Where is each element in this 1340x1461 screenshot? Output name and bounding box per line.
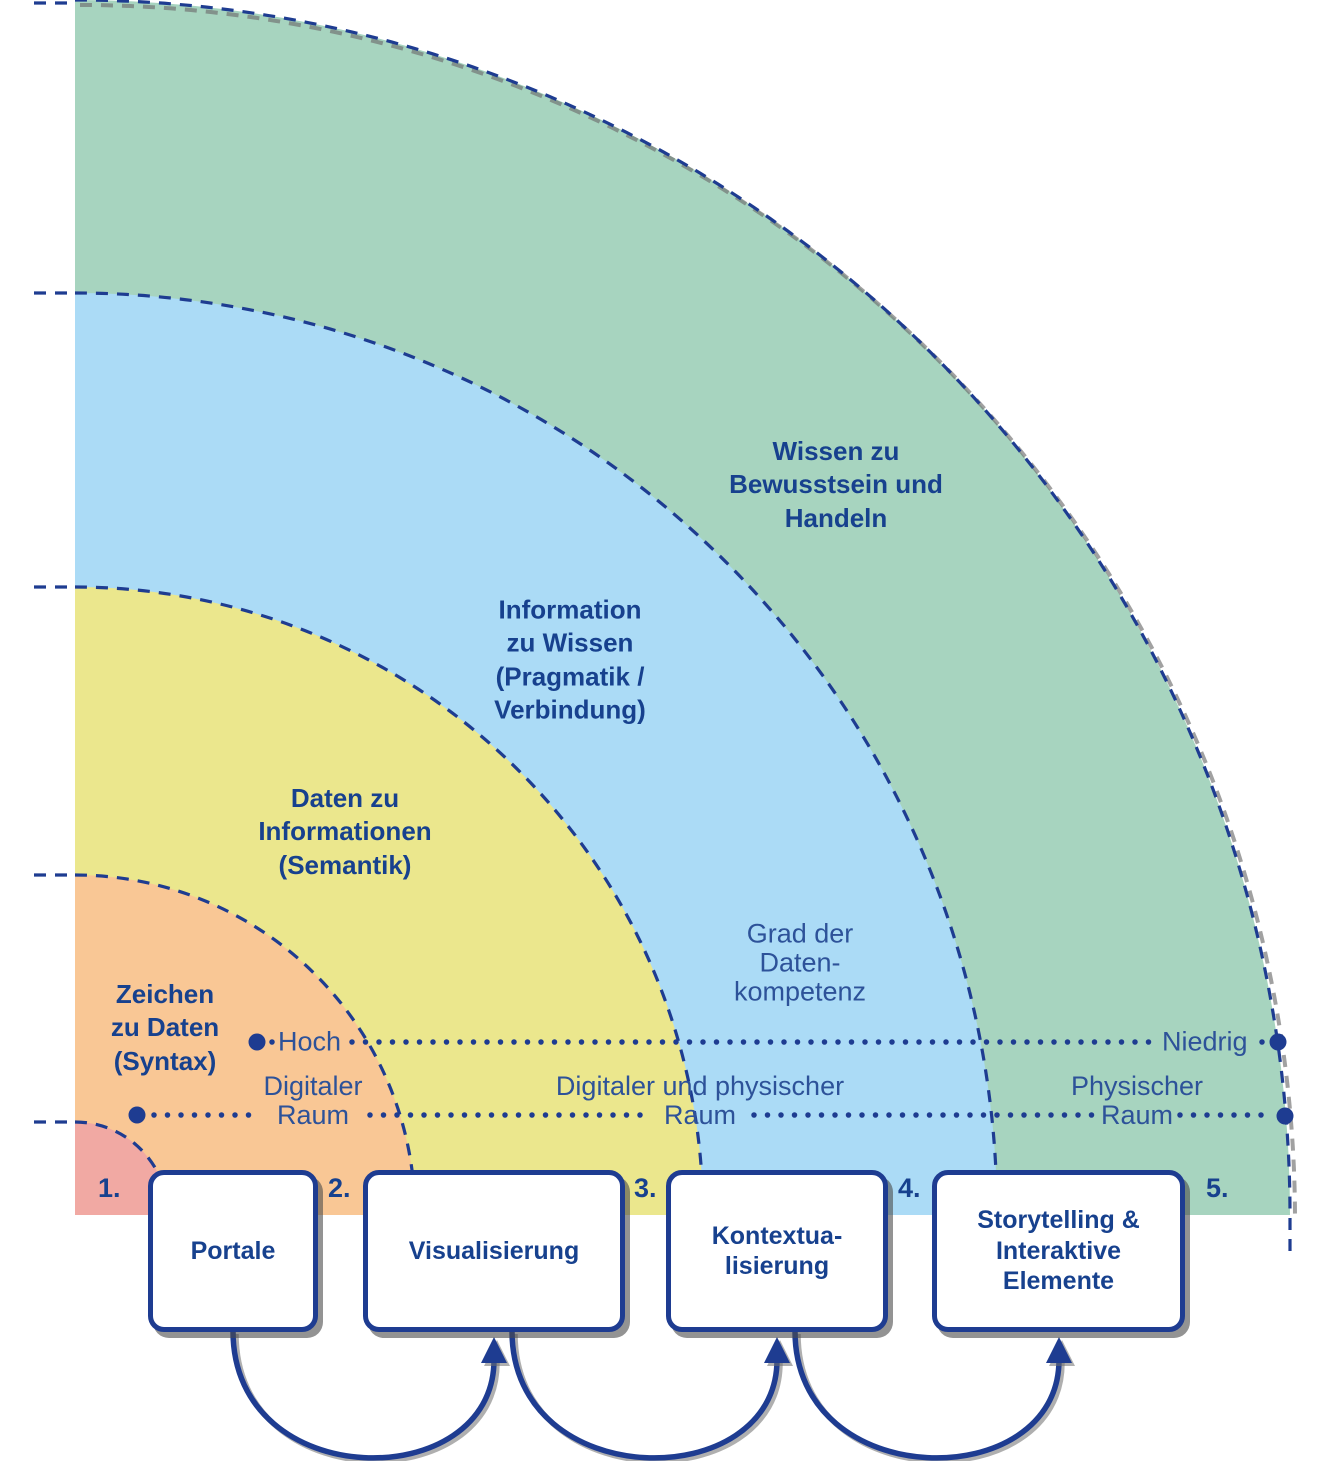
competence-line-start-dot <box>248 1033 266 1051</box>
ring-label-information: Information zu Wissen (Pragmatik / Verbi… <box>494 594 646 725</box>
stage-box-portale: Portale <box>148 1170 318 1332</box>
stage-box-storytelling-label: Storytelling & Interaktive Elemente <box>977 1206 1140 1296</box>
gradient-title-label: Grad der Daten- kompetenz <box>733 918 867 1007</box>
space-line-start-dot <box>128 1106 146 1124</box>
gradient-low-label: Niedrig <box>1162 1026 1248 1057</box>
ring-label-daten: Daten zu Informationen (Semantik) <box>258 783 432 880</box>
connector-shadow-2 <box>512 1333 783 1461</box>
stage-number-1: 1. <box>98 1173 121 1203</box>
connector-shadow-3 <box>795 1333 1065 1461</box>
stage-box-visualisierung-label: Visualisierung <box>408 1236 580 1265</box>
connector-arc-1 <box>230 1330 497 1461</box>
space-line-end-dot <box>1276 1107 1294 1125</box>
stage-box-portale-label: Portale <box>190 1236 276 1265</box>
space-label-digital-physical: Digitaler und physischer Raum <box>555 1071 845 1130</box>
connector-arc-3 <box>792 1330 1062 1461</box>
arrowhead-2 <box>764 1337 790 1363</box>
ring-label-zeichen: Zeichen zu Daten (Syntax) <box>110 979 220 1076</box>
ring-label-wissen: Wissen zu Bewusstsein und Handeln <box>729 436 943 533</box>
stage-number-5: 5. <box>1206 1173 1229 1203</box>
connector-shadow-1 <box>233 1333 500 1461</box>
outer-boundary-arc <box>74 0 1292 1216</box>
stage-box-visualisierung: Visualisierung <box>363 1170 625 1332</box>
gradient-high-label: Hoch <box>278 1026 342 1057</box>
outer-arc-shadow <box>79 3 1297 1221</box>
stage-box-kontextualisierung-label: Kontextua- lisierung <box>711 1221 843 1281</box>
boundary-arc-blue-yellow <box>74 585 705 1216</box>
stage-box-storytelling: Storytelling & Interaktive Elemente <box>932 1170 1185 1332</box>
boundary-arc-green-blue <box>74 291 999 1216</box>
stage-number-4: 4. <box>898 1173 921 1203</box>
arrowhead-3 <box>1046 1337 1072 1363</box>
stage-number-2: 2. <box>328 1173 351 1203</box>
ring-fill-zeichen <box>75 875 415 1215</box>
space-label-digital: Digitaler Raum <box>263 1071 363 1130</box>
ring-fill-core <box>75 1122 168 1215</box>
space-label-physical: Physischer Raum <box>1070 1071 1204 1130</box>
competence-line-end-dot <box>1269 1033 1287 1051</box>
stage-box-kontextualisierung: Kontextua- lisierung <box>666 1170 888 1332</box>
stage-number-3: 3. <box>634 1173 657 1203</box>
connector-arc-2 <box>509 1330 780 1461</box>
arrowhead-1 <box>481 1337 507 1363</box>
